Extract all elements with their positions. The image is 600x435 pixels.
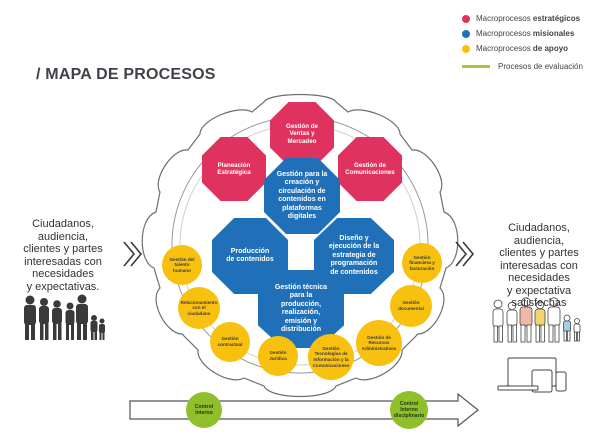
people-group-icon bbox=[492, 297, 581, 343]
red-dot-icon bbox=[462, 14, 470, 23]
yellow-dot-icon bbox=[462, 44, 470, 53]
gear-outline bbox=[141, 93, 459, 398]
left-stakeholders-text: Ciudadanos, audiencia, clientes y partes… bbox=[23, 218, 103, 293]
devices-icon bbox=[497, 357, 567, 393]
green-line-icon bbox=[462, 65, 490, 68]
legend-support: Macroprocesos de apoyo bbox=[462, 44, 568, 53]
people-group-icon bbox=[24, 294, 105, 340]
legend-missional: Macroprocesos misionales bbox=[462, 29, 574, 38]
page-title: / MAPA DE PROCESOS bbox=[36, 66, 216, 83]
chevron-right-icon bbox=[455, 241, 475, 267]
blue-dot-icon bbox=[462, 29, 470, 38]
right-stakeholders-text: Ciudadanos, audiencia, clientes y partes… bbox=[499, 222, 579, 309]
chevron-right-icon bbox=[123, 241, 143, 267]
legend-strategic: Macroprocesos estratégicos bbox=[462, 14, 580, 23]
legend-evaluation: Procesos de evaluación bbox=[462, 62, 583, 71]
